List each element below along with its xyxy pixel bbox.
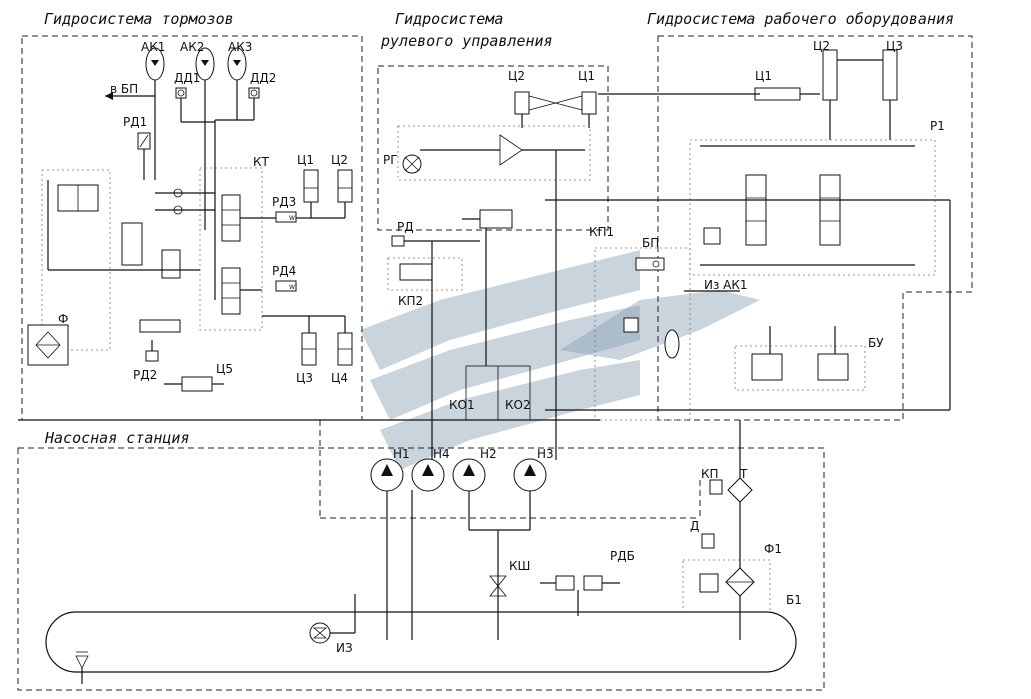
rg-label: РГ <box>383 153 398 167</box>
accumulator-ak3 <box>227 47 247 120</box>
pump-h1 <box>370 458 404 492</box>
steering-unit-rg <box>397 125 591 181</box>
ak2-label: АК2 <box>180 40 204 54</box>
rd4-label: РД4 <box>272 264 296 278</box>
svg-text:W: W <box>289 284 295 291</box>
ko1-label: КО1 <box>449 398 475 412</box>
pump-h3 <box>513 458 547 492</box>
h3-label: Н3 <box>537 447 554 461</box>
accumulator-ak2 <box>195 47 215 230</box>
connecting-lines <box>18 93 951 640</box>
distributor-r1 <box>689 139 936 276</box>
filter-f <box>27 324 69 366</box>
kp2-label: КП2 <box>398 294 423 308</box>
pressure-relay-rd3: W <box>275 211 297 223</box>
dd1-label: ДД1 <box>174 71 200 85</box>
relief-valve-kp1 <box>462 209 513 229</box>
c2-brake-label: Ц2 <box>331 153 348 167</box>
to-bp-label: в БП <box>110 82 138 96</box>
c3-brake-label: Ц3 <box>296 371 313 385</box>
c2-equip-label: Ц2 <box>813 39 830 53</box>
ak3-label: АК3 <box>228 40 252 54</box>
check-valves <box>155 188 215 215</box>
brake-cylinder-c1 <box>303 169 319 218</box>
f-label: Ф <box>58 312 68 326</box>
parking-valve <box>139 319 181 333</box>
pressure-sensor-dd2 <box>215 87 260 121</box>
rd1-label: РД1 <box>123 115 147 129</box>
brake-cylinder-c2 <box>262 169 353 219</box>
watermark-logo <box>360 250 760 470</box>
rdb-label: РДБ <box>610 549 635 563</box>
h4-label: Н4 <box>433 447 450 461</box>
d-label: Д <box>690 519 699 533</box>
pressure-relay-rd1 <box>137 132 151 180</box>
steering-title-line1: Гидросистема <box>395 10 503 28</box>
c1-equip-label: Ц1 <box>755 69 772 83</box>
return-filter-group <box>682 477 771 613</box>
t-label: Т <box>739 467 748 481</box>
svg-text:W: W <box>289 215 295 222</box>
brake-valve-block <box>41 169 200 351</box>
h2-label: Н2 <box>480 447 497 461</box>
rd-label: РД <box>397 220 414 234</box>
kp-label: КП <box>701 467 719 481</box>
pump-h4 <box>411 458 445 492</box>
c2-steer-label: Ц2 <box>508 69 525 83</box>
pressure-relay-rd4: W <box>275 280 297 292</box>
equipment-cylinders <box>754 49 898 140</box>
pressure-relay-rd2 <box>145 340 159 362</box>
f1-label: Ф1 <box>764 542 782 556</box>
parking-cylinder-c5 <box>164 376 224 392</box>
tank-b1 <box>45 611 797 684</box>
c3-equip-label: Ц3 <box>886 39 903 53</box>
ko2-label: КО2 <box>505 398 531 412</box>
kt-label: КТ <box>253 155 270 169</box>
brake-cylinder-c4 <box>262 315 353 366</box>
kp1-label: КП1 <box>589 225 614 239</box>
bp-label: БП <box>642 236 659 250</box>
r1-label: Р1 <box>930 119 945 133</box>
c1-steer-label: Ц1 <box>578 69 595 83</box>
control-block-bu <box>734 326 866 391</box>
c5-label: Ц5 <box>216 362 233 376</box>
dd2-label: ДД2 <box>250 71 276 85</box>
iz-label: ИЗ <box>336 641 353 655</box>
brake-valve-kt <box>199 120 263 331</box>
ak1-label: АК1 <box>141 40 165 54</box>
steering-cylinders <box>514 91 597 128</box>
pilot-block-bp <box>594 247 740 421</box>
ksh-label: КШ <box>509 559 530 573</box>
equipment-system-frame <box>657 35 973 421</box>
pump-h2 <box>452 458 486 492</box>
relief-valve-kp2 <box>387 257 463 291</box>
brake-system-title: Гидросистема тормозов <box>44 10 234 28</box>
from-ak1-label: Из АК1 <box>704 278 748 292</box>
c4-brake-label: Ц4 <box>331 371 348 385</box>
steering-title-line2: рулевого управления <box>380 32 553 50</box>
accumulator-ak1 <box>145 47 165 96</box>
pump-suction-lines <box>468 491 531 640</box>
pressure-relay-rdb <box>540 575 620 616</box>
pressure-sensor-dd1 <box>175 87 215 123</box>
line-to-bp <box>105 92 156 180</box>
steering-system-frame <box>377 65 609 231</box>
brake-cylinder-c3 <box>301 316 317 366</box>
pump-station-frame <box>17 447 825 691</box>
steering-valve-rd <box>391 235 480 247</box>
rd3-label: РД3 <box>272 195 296 209</box>
steering-system-title: Гидросистема рулевого управления <box>380 10 553 50</box>
shutoff-valve-ksh <box>489 575 507 597</box>
b1-label: Б1 <box>786 593 802 607</box>
c1-brake-label: Ц1 <box>297 153 314 167</box>
equipment-system-title: Гидросистема рабочего оборудования <box>647 10 954 28</box>
h1-label: Н1 <box>393 447 410 461</box>
pump-station-title: Насосная станция <box>44 429 190 447</box>
level-gauge-iz <box>309 594 356 644</box>
bu-label: БУ <box>868 336 884 350</box>
rd2-label: РД2 <box>133 368 157 382</box>
